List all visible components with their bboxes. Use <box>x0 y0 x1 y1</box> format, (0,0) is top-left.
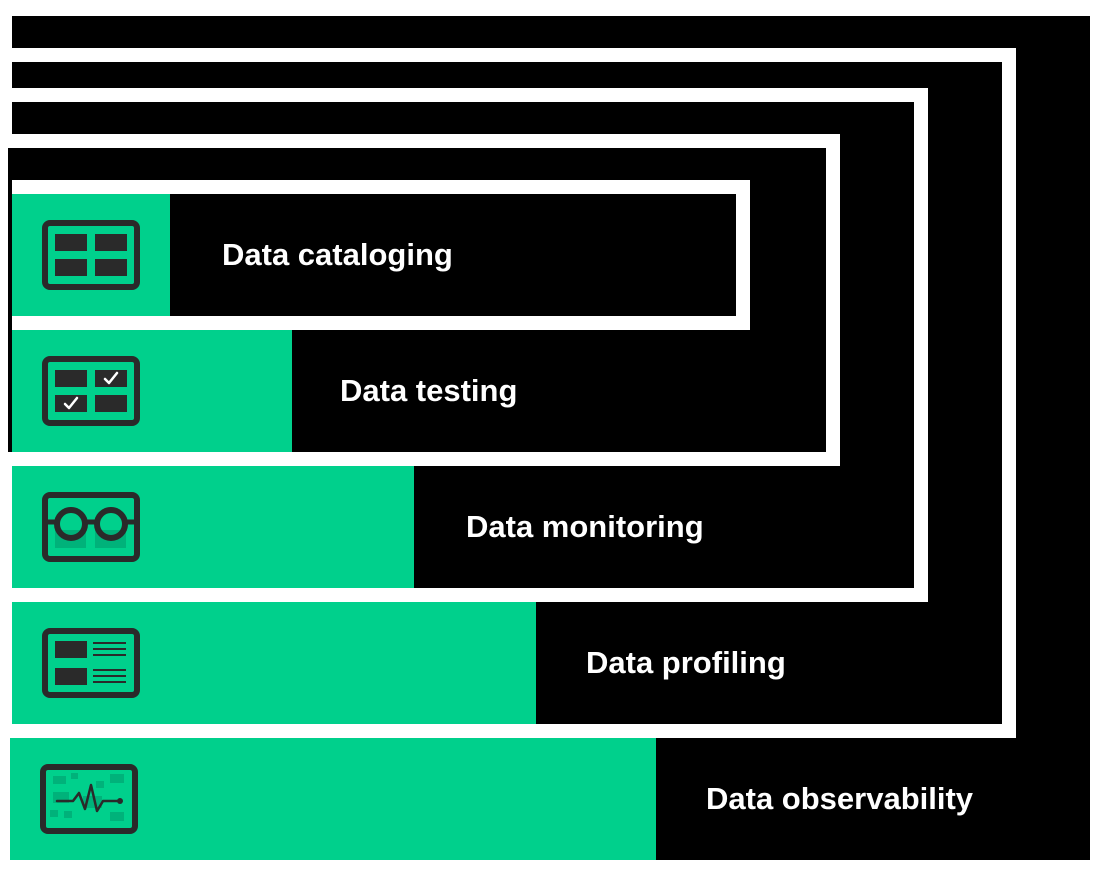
layer-label: Data testing <box>340 373 518 408</box>
grid-icon <box>42 220 140 290</box>
checklist-icon <box>42 356 140 426</box>
pulse-dashboard-icon <box>40 764 138 834</box>
layer-accent-band <box>12 330 292 452</box>
profile-card-icon <box>42 628 140 698</box>
layer-accent-band <box>12 602 536 724</box>
layer-label: Data cataloging <box>222 237 453 272</box>
layer-accent-band <box>10 738 656 860</box>
layer-data-cataloging: Data cataloging <box>12 194 736 316</box>
layer-data-testing: Data testing <box>12 330 824 452</box>
layer-label: Data monitoring <box>466 509 704 544</box>
glasses-icon <box>42 492 140 562</box>
layer-accent-band <box>12 194 170 316</box>
layer-label: Data profiling <box>586 645 786 680</box>
layer-data-observability: Data observability <box>10 738 1090 860</box>
layer-data-profiling: Data profiling <box>12 602 1002 724</box>
layer-accent-band <box>12 466 414 588</box>
layer-label: Data observability <box>706 781 974 816</box>
layer-data-monitoring: Data monitoring <box>12 466 914 588</box>
